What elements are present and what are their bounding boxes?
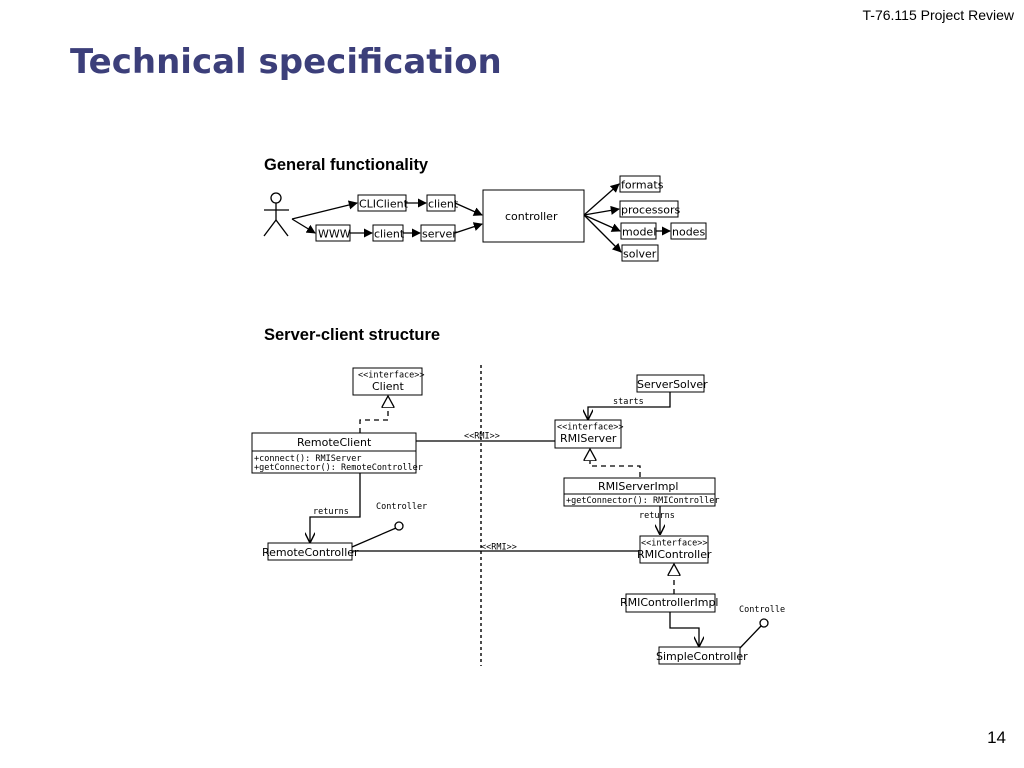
class-rmicontroller: <<interface>> RMIController	[637, 535, 712, 564]
rmi-label-bottom: <<RMI>>	[481, 543, 517, 553]
svg-text:SimpleController: SimpleController	[656, 650, 748, 663]
class-serversolver: ServerSolver	[636, 374, 708, 393]
class-rmiserver: <<interface>> RMIServer	[554, 419, 624, 449]
controller-to-solver-arrow	[583, 214, 622, 253]
svg-text:client: client	[428, 198, 459, 211]
slide-number: 14	[987, 728, 1006, 747]
svg-text:<<interface>>: <<interface>>	[557, 423, 624, 433]
svg-text:server: server	[422, 228, 457, 241]
server-client-heading: Server-client structure	[264, 326, 441, 344]
rmiserverimpl-realizes-rmiserver-line	[590, 449, 641, 477]
node-client-bottom: client	[372, 224, 405, 242]
class-remotecontroller: RemoteController	[262, 542, 359, 561]
svg-text:model: model	[622, 226, 656, 239]
server-to-controller-arrow	[454, 222, 483, 234]
node-cliclient: CLIClient	[357, 194, 409, 212]
svg-text:RMIController: RMIController	[637, 548, 712, 561]
remoteclient-returns-line	[310, 473, 361, 542]
class-rmiserverimpl: RMIServerImpl +getConnector(): RMIContro…	[563, 477, 720, 507]
serversolver-starts-line	[588, 392, 671, 419]
node-controller: controller	[482, 189, 585, 243]
client-to-controller-arrow	[454, 202, 483, 216]
controller-lollipop-right: Controlle	[739, 605, 785, 649]
controller-to-formats-arrow	[583, 183, 620, 216]
slide-title: Technical specification	[70, 42, 502, 82]
rmi-label-top: <<RMI>>	[464, 432, 500, 442]
class-remoteclient: RemoteClient +connect(): RMIServer +getC…	[251, 432, 423, 474]
controller-to-model-arrow	[583, 214, 621, 232]
svg-text:nodes: nodes	[672, 226, 705, 239]
svg-text:RemoteController: RemoteController	[262, 546, 359, 559]
node-www: WWW	[315, 224, 351, 242]
svg-text:+connect(): RMIServer: +connect(): RMIServer	[254, 454, 361, 464]
rmicontrollerimpl-to-simplecontroller-line	[669, 612, 699, 646]
returns-left-label: returns	[313, 507, 349, 517]
actor-to-www-arrow	[291, 218, 316, 234]
node-solver: solver	[621, 244, 659, 262]
svg-text:+getConnector(): RMIController: +getConnector(): RMIController	[566, 496, 720, 506]
svg-text:+getConnector(): RemoteControl: +getConnector(): RemoteController	[254, 463, 423, 473]
svg-text:RemoteClient: RemoteClient	[297, 436, 372, 449]
node-model: model	[620, 222, 657, 240]
svg-text:Client: Client	[372, 380, 405, 393]
svg-text:RMIServer: RMIServer	[560, 432, 617, 445]
class-simplecontroller: SimpleController	[656, 646, 748, 665]
svg-text:<<interface>>: <<interface>>	[641, 539, 708, 549]
svg-text:Controller: Controller	[376, 502, 427, 512]
svg-text:WWW: WWW	[318, 228, 351, 241]
node-server: server	[420, 224, 457, 242]
svg-text:client: client	[374, 228, 405, 241]
node-processors: processors	[619, 200, 681, 218]
svg-text:<<interface>>: <<interface>>	[358, 371, 425, 381]
node-client-top: client	[426, 194, 459, 212]
controller-lollipop-left: Controller	[351, 502, 427, 548]
svg-text:processors: processors	[621, 204, 681, 217]
course-header: T-76.115 Project Review	[862, 7, 1014, 23]
svg-text:RMIServerImpl: RMIServerImpl	[598, 480, 678, 493]
node-nodes: nodes	[670, 222, 707, 240]
class-rmicontrollerimpl: RMIControllerImpl	[620, 593, 718, 613]
svg-text:ServerSolver: ServerSolver	[637, 378, 708, 391]
actor-icon	[263, 192, 289, 237]
class-client: <<interface>> Client	[352, 367, 425, 396]
controller-to-processors-arrow	[583, 205, 620, 216]
svg-text:solver: solver	[623, 248, 657, 261]
svg-text:RMIControllerImpl: RMIControllerImpl	[620, 596, 718, 609]
returns-right-label: returns	[639, 511, 675, 521]
svg-text:controller: controller	[505, 210, 558, 223]
svg-text:CLIClient: CLIClient	[359, 198, 409, 211]
svg-text:Controlle: Controlle	[739, 605, 785, 615]
svg-text:formats: formats	[621, 179, 664, 192]
remoteclient-realizes-client-line	[359, 396, 388, 433]
general-functionality-heading: General functionality	[264, 156, 429, 174]
starts-label: starts	[613, 397, 644, 407]
actor-to-cliclient-arrow	[291, 200, 358, 220]
node-formats: formats	[619, 175, 664, 193]
